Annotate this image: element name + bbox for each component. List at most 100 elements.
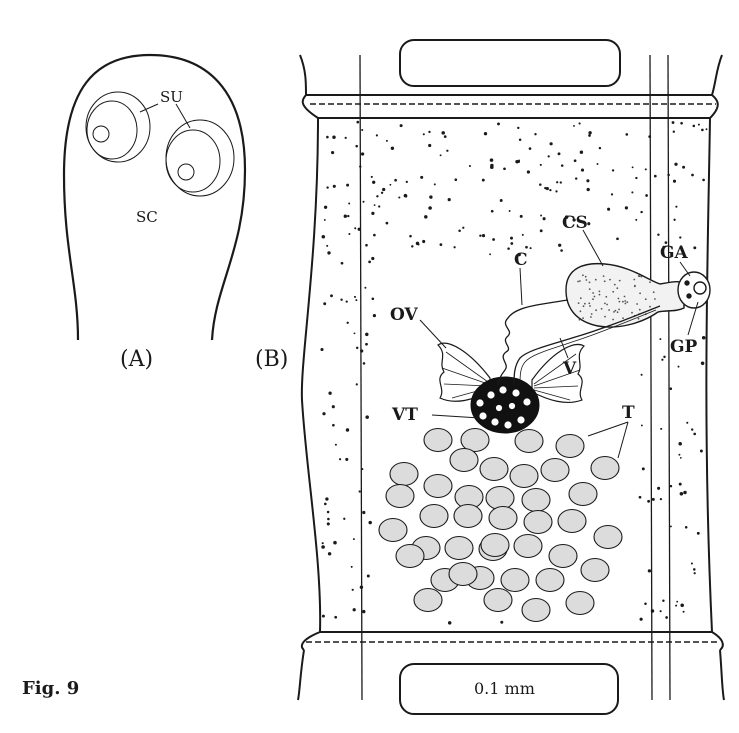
stipple-dot	[334, 616, 337, 619]
stipple-dot	[346, 428, 349, 431]
stipple-dot	[527, 170, 530, 173]
stipple-dot	[428, 131, 430, 133]
stipple-dot	[446, 150, 448, 152]
stipple-dot	[382, 188, 385, 191]
stipple-dot	[333, 185, 336, 188]
stipple-dot	[328, 552, 331, 555]
stipple-dot	[378, 205, 380, 207]
testis-follicle	[480, 458, 508, 481]
stipple-dot	[360, 586, 363, 589]
stipple-dot	[340, 298, 342, 300]
stipple-dot	[679, 483, 682, 486]
stipple-dot	[648, 569, 651, 572]
cirrus-stipple-dot	[638, 318, 640, 320]
stipple-dot	[588, 131, 591, 134]
stipple-dot	[345, 137, 347, 139]
stipple-dot	[657, 487, 660, 490]
stipple-dot	[444, 135, 447, 138]
testis-follicle	[390, 463, 418, 486]
scolex-outline	[64, 55, 245, 340]
stipple-dot	[540, 164, 542, 166]
stipple-dot	[661, 359, 663, 361]
stipple-dot	[670, 485, 673, 488]
stipple-dot	[676, 601, 678, 603]
stipple-dot	[353, 608, 356, 611]
stipple-dot	[333, 541, 337, 545]
stipple-dot	[574, 159, 577, 162]
testis-follicle	[569, 483, 597, 506]
stipple-dot	[376, 134, 378, 136]
cirrus-stipple-dot	[636, 303, 638, 305]
scale-label: 0.1 mm	[474, 679, 535, 698]
stipple-dot	[332, 405, 335, 408]
stipple-dot	[678, 366, 680, 368]
testis-follicle	[414, 589, 442, 612]
stipple-dot	[346, 300, 348, 302]
stipple-dot	[361, 468, 363, 470]
cirrus-stipple-dot	[626, 301, 628, 303]
stipple-dot	[670, 387, 673, 390]
stipple-dot	[490, 158, 494, 162]
stipple-dot	[353, 538, 355, 540]
cirrus-stipple-dot	[589, 305, 591, 307]
stipple-dot	[391, 147, 394, 150]
stipple-dot	[354, 227, 356, 229]
stipple-dot	[324, 206, 327, 209]
stipple-dot	[659, 338, 661, 340]
stipple-dot	[509, 210, 511, 212]
stipple-dot	[363, 362, 366, 365]
cirrus-stipple-dot	[589, 282, 591, 284]
cirrus-stipple-dot	[653, 291, 655, 293]
stipple-dot	[373, 234, 376, 237]
stipple-dot	[360, 349, 363, 352]
stipple-dot	[616, 237, 619, 240]
stipple-dot	[517, 127, 519, 129]
stipple-dot	[660, 498, 662, 500]
testis-follicle	[591, 457, 619, 480]
stipple-dot	[556, 181, 558, 183]
stipple-dot	[700, 450, 703, 453]
stipple-dot	[341, 262, 344, 265]
stipple-dot	[607, 208, 610, 211]
stipple-dot	[500, 621, 503, 624]
stipple-dot	[680, 604, 684, 608]
stipple-dot	[625, 133, 628, 136]
cirrus-stipple-dot	[592, 292, 594, 294]
stipple-dot	[339, 458, 341, 460]
cirrus-stipple-dot	[591, 313, 593, 315]
stipple-dot	[458, 229, 461, 232]
stipple-dot	[423, 133, 425, 135]
stipple-dot	[356, 383, 358, 385]
stipple-dot	[530, 247, 532, 249]
stipple-dot	[561, 164, 564, 167]
cirrus-stipple-dot	[588, 302, 590, 304]
stipple-dot	[597, 163, 599, 165]
stipple-dot	[355, 299, 357, 301]
stipple-dot	[374, 204, 376, 206]
stipple-dot	[544, 187, 546, 189]
stipple-dot	[507, 247, 510, 250]
vitellaria	[471, 377, 539, 433]
stipple-dot	[440, 243, 443, 246]
testis-follicle	[541, 459, 569, 482]
cirrus-stipple-dot	[601, 308, 603, 310]
cirrus-stipple-dot	[577, 281, 579, 283]
stipple-dot	[328, 392, 331, 395]
cirrus-stipple-dot	[605, 296, 607, 298]
cirrus-stipple-dot	[608, 309, 610, 311]
stipple-dot	[697, 532, 700, 535]
testis-follicle	[522, 489, 550, 512]
stipple-dot	[386, 140, 388, 142]
cirrus-stipple-dot	[638, 275, 640, 277]
stipple-dot	[359, 165, 361, 167]
stipple-dot	[632, 166, 634, 168]
stipple-dot	[331, 151, 334, 154]
testis-follicle	[581, 559, 609, 582]
stipple-dot	[500, 199, 503, 202]
stipple-dot	[631, 191, 633, 193]
cirrus-stipple-dot	[616, 287, 618, 289]
stipple-dot	[674, 163, 677, 166]
stipple-dot	[612, 169, 614, 171]
stipple-dot	[322, 542, 324, 544]
testis-follicle	[522, 599, 550, 622]
